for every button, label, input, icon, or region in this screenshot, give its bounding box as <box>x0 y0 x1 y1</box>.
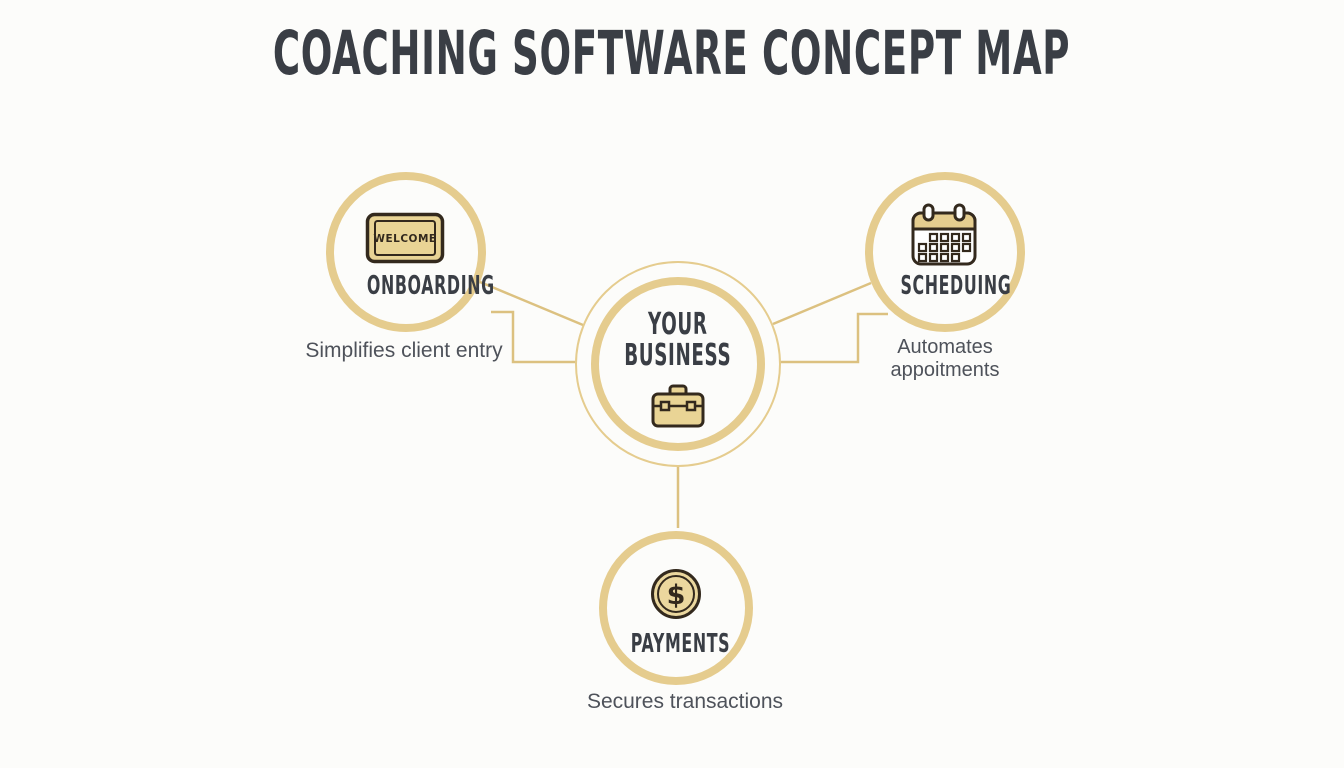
calendar-grid <box>917 232 972 263</box>
welcome-mat-text: WELCOME <box>373 233 436 245</box>
onboarding-label: ONBOARDING <box>366 271 495 301</box>
onboarding-circle <box>326 172 486 332</box>
dollar-symbol: $ <box>667 580 686 611</box>
calendar-icon <box>911 203 977 266</box>
page-title: COACHING SOFTWARE CONCEPT MAP <box>273 18 1071 89</box>
center-node-label-text1: YOUR <box>648 307 708 342</box>
center-node-outer-ring <box>575 261 781 467</box>
connector-onboarding-elbow <box>491 310 577 364</box>
scheduling-label: SCHEDUING <box>900 271 1012 301</box>
welcome-mat-icon: WELCOME <box>365 212 445 264</box>
connector-onboarding-diagonal <box>479 280 584 327</box>
scheduling-label-row: SCHEDUING <box>865 272 1025 300</box>
onboarding-description: Simplifies client entry <box>305 339 503 362</box>
scheduling-circle <box>865 172 1025 332</box>
dollar-coin-icon: $ <box>651 569 701 619</box>
center-node-label-text2: BUSINESS <box>624 338 732 373</box>
scheduling-description: Automates appoitments <box>890 336 1000 381</box>
payments-label-row: PAYMENTS <box>599 630 753 658</box>
briefcase-icon <box>651 384 705 428</box>
page-title-row: COACHING SOFTWARE CONCEPT MAP <box>0 20 1344 88</box>
center-node-inner-ring <box>591 277 765 451</box>
onboarding-label-row: ONBOARDING <box>326 272 494 300</box>
payments-description: Secures transactions <box>586 690 784 713</box>
connector-scheduling-diagonal <box>772 281 872 326</box>
payments-label: PAYMENTS <box>630 629 731 659</box>
connector-scheduling-elbow <box>779 312 888 364</box>
payments-circle <box>599 531 753 685</box>
center-node-label-line1: YOUR <box>575 309 781 340</box>
center-node-label-line2: BUSINESS <box>575 340 781 371</box>
